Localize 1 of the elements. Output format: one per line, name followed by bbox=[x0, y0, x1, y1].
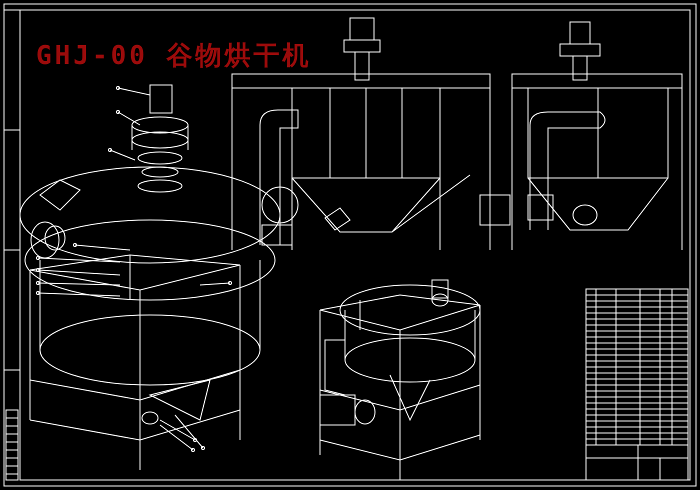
drawing-title: GHJ-00 谷物烘干机 bbox=[36, 40, 312, 73]
